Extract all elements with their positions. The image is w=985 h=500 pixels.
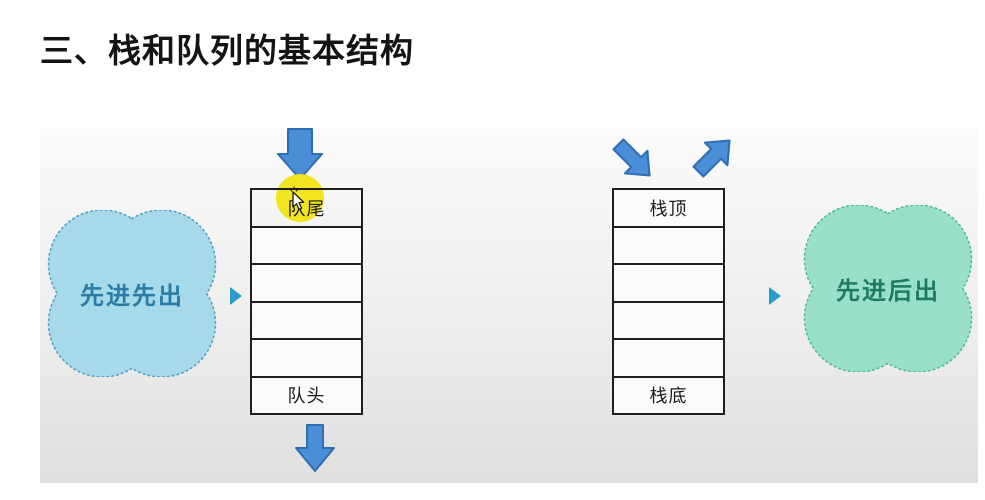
queue-cloud: 先进先出 (47, 210, 217, 377)
queue-tail-cell: 队尾 (252, 190, 361, 226)
table-row (614, 300, 723, 338)
table-row (252, 338, 361, 376)
table-row (614, 225, 723, 263)
stack-top-cell: 栈顶 (614, 190, 723, 226)
table-row (252, 263, 361, 301)
pop-arrow-icon (692, 139, 731, 178)
stack-table: 栈顶 栈底 (612, 188, 725, 415)
stack-cloud: 先进后出 (803, 205, 973, 372)
table-row (614, 263, 723, 301)
push-arrow-icon (612, 138, 651, 177)
table-row (252, 300, 361, 338)
stack-bottom-cell: 栈底 (614, 375, 723, 413)
page-title: 三、栈和队列的基本结构 (40, 32, 414, 69)
table-row (614, 338, 723, 376)
queue-table: 队尾 队头 (250, 188, 363, 415)
stack-pointer-triangle-icon (769, 287, 781, 305)
stack-bottom-label: 栈底 (649, 386, 688, 407)
queue-head-cell: 队头 (252, 375, 361, 413)
queue-pointer-triangle-icon (230, 287, 242, 305)
stack-principle-label: 先进后出 (836, 278, 940, 305)
cursor-icon (284, 186, 306, 214)
queue-principle-label: 先进先出 (80, 283, 184, 310)
diagram-panel: 先进先出 队尾 队头 (40, 128, 978, 483)
cloud-shape-icon (47, 210, 217, 377)
dequeue-down-arrow-icon (295, 424, 335, 472)
table-row (252, 225, 361, 263)
enqueue-down-arrow-icon (277, 128, 323, 180)
stack-top-label: 栈顶 (649, 198, 688, 219)
queue-head-label: 队头 (287, 386, 326, 407)
cloud-shape-icon (803, 205, 973, 372)
